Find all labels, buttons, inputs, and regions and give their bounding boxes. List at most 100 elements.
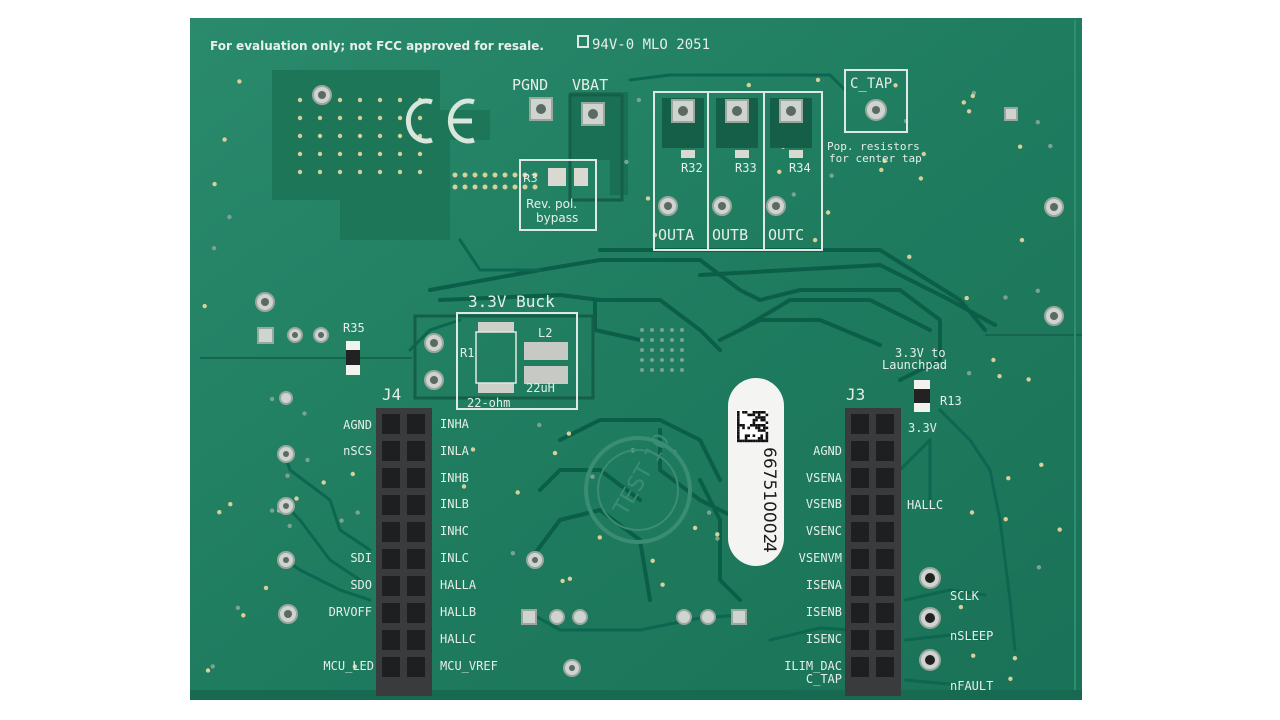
j3-vsenb: VSENB [806,497,842,511]
j4-inhb: INHB [440,471,469,485]
header-pin [876,522,894,542]
j3-nfault: nFAULT [950,679,993,693]
r34-label: R34 [789,161,811,175]
header-pin [382,657,400,677]
j3-ctap: C_TAP [806,672,842,686]
header-pin [851,657,869,677]
header-pin [876,441,894,461]
barcode-label: 667510002 4 [728,378,784,566]
header-pin [851,495,869,515]
v33-label: 3.3V [908,421,937,435]
ind-value: 22uH [526,381,555,395]
header-pin [876,657,894,677]
ctap-label: C_TAP [850,76,892,92]
j3-label: J3 [846,385,865,404]
header-pin [407,495,425,515]
bypass-line2: bypass [536,211,578,225]
header-pin [382,576,400,596]
header-pin [851,414,869,434]
barcode-number-tail: 4 [759,542,779,553]
j4-inha: INHA [440,417,470,431]
header-pin [382,630,400,650]
j3-isenb: ISENB [806,605,842,619]
j3-sclk: SCLK [950,589,980,603]
buck-box [456,312,578,410]
r33-label: R33 [735,161,757,175]
j4-sdi: SDI [350,551,372,565]
launchpad-line2: Launchpad [882,358,947,372]
j4-halla: HALLA [440,578,477,592]
header-pin [876,603,894,623]
buck-outline [413,314,595,400]
barcode-number: 667510002 [759,447,779,544]
header-pin [851,603,869,623]
ce-mark-icon [405,98,475,144]
header-pin [382,603,400,623]
header-pin [382,414,400,434]
vias [202,77,1062,681]
vbat-label: VBAT [572,76,608,94]
header-pin [851,468,869,488]
j4-label: J4 [382,385,401,404]
header-pin [851,522,869,542]
j4-inla: INLA [440,444,470,458]
l2-label: L2 [538,326,552,340]
evaluation-notice: For evaluation only; not FCC approved fo… [210,39,544,53]
r35-label: R35 [343,321,365,335]
j4-mcu-led: MCU_LED [323,659,374,673]
j3-isena: ISENA [806,578,843,592]
j3-nsleep: nSLEEP [950,629,993,643]
rating-mark: 94V-0 MLO 2051 [592,37,710,53]
j3-hallc: HALLC [907,498,943,512]
bypass-box [519,159,597,231]
header-pin [876,468,894,488]
header-pin [382,441,400,461]
res-value: 22-ohm [467,396,510,410]
j4-drvoff: DRVOFF [329,605,372,619]
r32-label: R32 [681,161,703,175]
header-pin [876,495,894,515]
header-pin [876,630,894,650]
header-pin [876,576,894,596]
datamatrix-code-icon [736,410,769,443]
out-pads [658,98,812,216]
header-pin [407,441,425,461]
j4-mcu-vref: MCU_VREF [440,659,498,673]
header-pin [407,522,425,542]
header-pin [876,549,894,569]
header-pin [407,576,425,596]
header-pin [851,549,869,569]
j4-inlb: INLB [440,497,469,511]
header-pin [407,414,425,434]
ctap-box [844,69,908,133]
buck-title: 3.3V Buck [468,292,555,311]
header-pin [407,549,425,569]
bypass-line1: Rev. pol. [526,197,577,211]
header-pin [407,603,425,623]
header-pin [407,657,425,677]
outputs-box [653,91,823,251]
header-pin [407,630,425,650]
j3-ilim-dac: ILIM_DAC [784,659,842,673]
ctap-note1: Pop. resistors [827,140,920,153]
j4-sdo: SDO [350,578,372,592]
j4-inhc: INHC [440,524,469,538]
j4-hallc: HALLC [440,632,476,646]
j4-inlc: INLC [440,551,469,565]
bypass-ref: R3 [523,172,538,185]
j4-agnd: AGND [343,418,372,432]
test-points [277,107,1018,671]
j3-agnd: AGND [813,444,842,458]
outb-label: OUTB [712,226,748,244]
header-pin [851,441,869,461]
j4-nscs: nSCS [343,444,372,458]
header-pin [382,522,400,542]
launchpad-line1: 3.3V to [895,346,946,360]
header-pin [851,576,869,596]
j3-vsena: VSENA [806,471,843,485]
header-pin [851,630,869,650]
header-pin [407,468,425,488]
mounting-posts [255,85,1064,677]
ctap-note2: for center tap [829,152,922,165]
